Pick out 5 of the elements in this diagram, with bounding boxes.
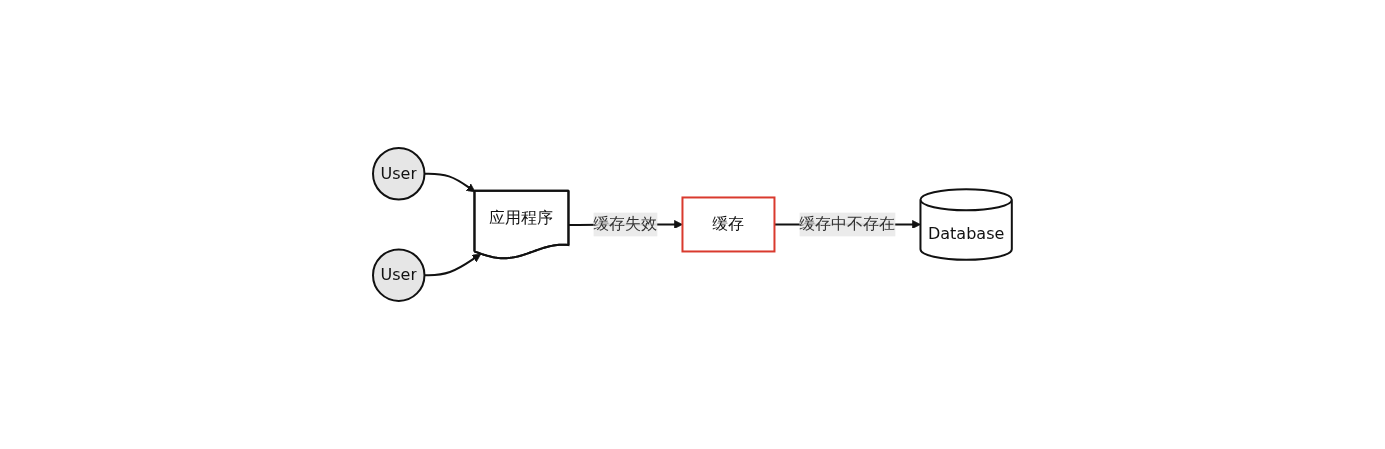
edge-label: 缓存中不存在 [799, 214, 896, 234]
edge-label: 缓存失效 [593, 214, 658, 234]
node-circle: User [372, 147, 426, 201]
node-box: 缓存 [681, 196, 776, 253]
node-circle: User [372, 248, 426, 302]
